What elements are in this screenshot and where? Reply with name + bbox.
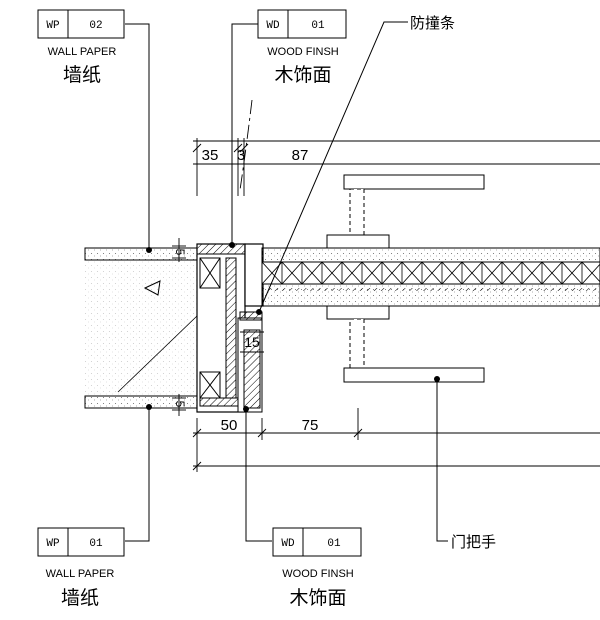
tag-chinese-label: 木饰面 xyxy=(274,64,331,86)
door-leaf xyxy=(244,243,600,307)
tag-english-label: WALL PAPER xyxy=(48,46,117,58)
dim-75: 75 xyxy=(302,417,319,434)
tag-wd-bottom: WD 01 WOOD FINSH 木饰面 xyxy=(272,527,362,609)
tag-wp-bottom: WP 01 WALL PAPER 墙纸 xyxy=(37,527,125,609)
dim-15: 15 xyxy=(244,334,260,350)
tag-english-label: WALL PAPER xyxy=(46,568,115,580)
tag-number: 01 xyxy=(89,538,103,550)
tag-chinese-label: 墙纸 xyxy=(61,587,99,609)
tag-english-label: WOOD FINSH xyxy=(282,568,354,580)
tag-number: 01 xyxy=(327,538,341,550)
callout-door-handle: 门把手 xyxy=(451,533,496,551)
tag-code: WD xyxy=(266,20,280,32)
tag-code: WP xyxy=(46,538,60,550)
tag-chinese-label: 墙纸 xyxy=(63,64,101,86)
tag-number: 02 xyxy=(89,20,102,32)
tag-chinese-label: 木饰面 xyxy=(289,587,346,609)
dim-50: 50 xyxy=(221,417,238,434)
door-frame xyxy=(196,243,263,413)
door-handle xyxy=(326,174,485,383)
tag-code: WD xyxy=(281,538,295,550)
dim-5-top: 5 xyxy=(173,249,187,256)
tag-wd-top: WD 01 WOOD FINSH 木饰面 xyxy=(257,9,347,86)
tag-wp-top: WP 02 WALL PAPER 墙纸 xyxy=(37,9,125,86)
tag-english-label: WOOD FINSH xyxy=(267,46,339,58)
tag-number: 01 xyxy=(311,20,325,32)
wall-section xyxy=(84,247,198,409)
leader-lines xyxy=(125,21,448,542)
dim-87: 87 xyxy=(292,147,309,164)
dim-5-bottom: 5 xyxy=(173,401,187,408)
callout-bumper-strip: 防撞条 xyxy=(410,14,455,32)
tag-code: WP xyxy=(46,20,60,32)
dim-35: 35 xyxy=(202,147,219,164)
dim-3: 3 xyxy=(237,147,245,164)
leader-dots xyxy=(146,242,440,412)
dimension-lines xyxy=(172,99,600,472)
